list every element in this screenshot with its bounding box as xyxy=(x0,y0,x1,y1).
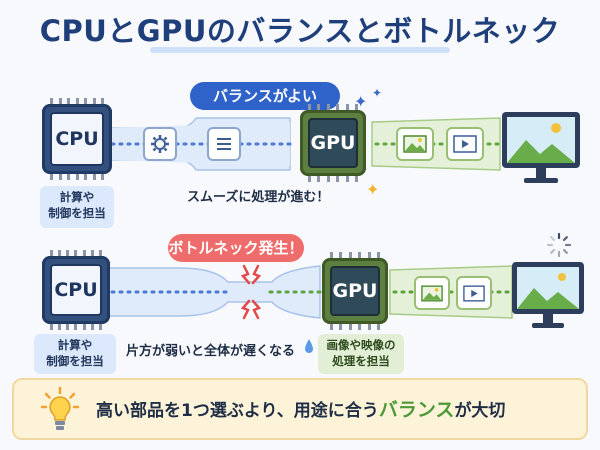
cpu-label: CPU xyxy=(50,112,104,166)
monitor-icon-bottom xyxy=(512,262,584,328)
data-box xyxy=(207,127,241,161)
video-box xyxy=(446,127,484,161)
tip-text-before: 高い部品を1つ選ぶより、用途に合う xyxy=(96,401,379,421)
lightbulb-icon xyxy=(40,386,80,430)
gear-icon xyxy=(151,135,169,153)
list-icon xyxy=(217,138,231,150)
cpu-chip-bottom: CPU xyxy=(42,250,110,330)
tip-text-emphasis: バランス xyxy=(378,399,455,421)
bottleneck-badge: ボトルネック発生！ xyxy=(168,234,304,262)
balance-badge: バランスがよい xyxy=(190,82,340,110)
video-box-bottom xyxy=(456,276,492,310)
gpu-chip: GPU xyxy=(300,104,366,182)
cpu-label-bottom: CPU xyxy=(50,264,102,316)
image-box xyxy=(396,127,434,161)
smooth-note: スムーズに処理が進む！ xyxy=(187,190,330,205)
process-box xyxy=(143,127,177,161)
cpu-role-tag: 計算や 制御を担当 xyxy=(40,186,114,228)
gpu-role-tag: 画像や映像の 処理を担当 xyxy=(318,334,404,374)
image-icon xyxy=(403,135,427,153)
tip-box xyxy=(12,378,588,440)
cpu-role-tag-bottom: 計算や 制御を担当 xyxy=(34,334,116,374)
cpu-chip: CPU xyxy=(42,98,112,180)
gpu-chip-bottom: GPU xyxy=(322,252,388,330)
image-icon xyxy=(421,284,443,302)
image-box-bottom xyxy=(414,276,450,310)
play-icon xyxy=(453,135,477,153)
sparkle-icon: ✦ xyxy=(366,180,380,199)
slow-note: 片方が弱いと全体が遅くなる xyxy=(126,344,296,359)
tip-text: 高い部品を1つ選ぶより、用途に合うバランスが大切 xyxy=(96,395,505,422)
gpu-label-bottom: GPU xyxy=(330,266,380,316)
title-underline xyxy=(150,47,450,53)
play-icon xyxy=(463,284,485,302)
loading-spinner-icon xyxy=(546,232,572,258)
constriction-icon xyxy=(240,264,262,320)
monitor-icon xyxy=(502,112,580,183)
gpu-label: GPU xyxy=(308,118,358,168)
sweat-drop-icon xyxy=(305,339,313,353)
page-title: CPUとGPUのバランスとボトルネック xyxy=(39,14,561,48)
sparkle-icon: ✦ xyxy=(372,86,383,100)
tip-text-after: が大切 xyxy=(454,401,506,421)
